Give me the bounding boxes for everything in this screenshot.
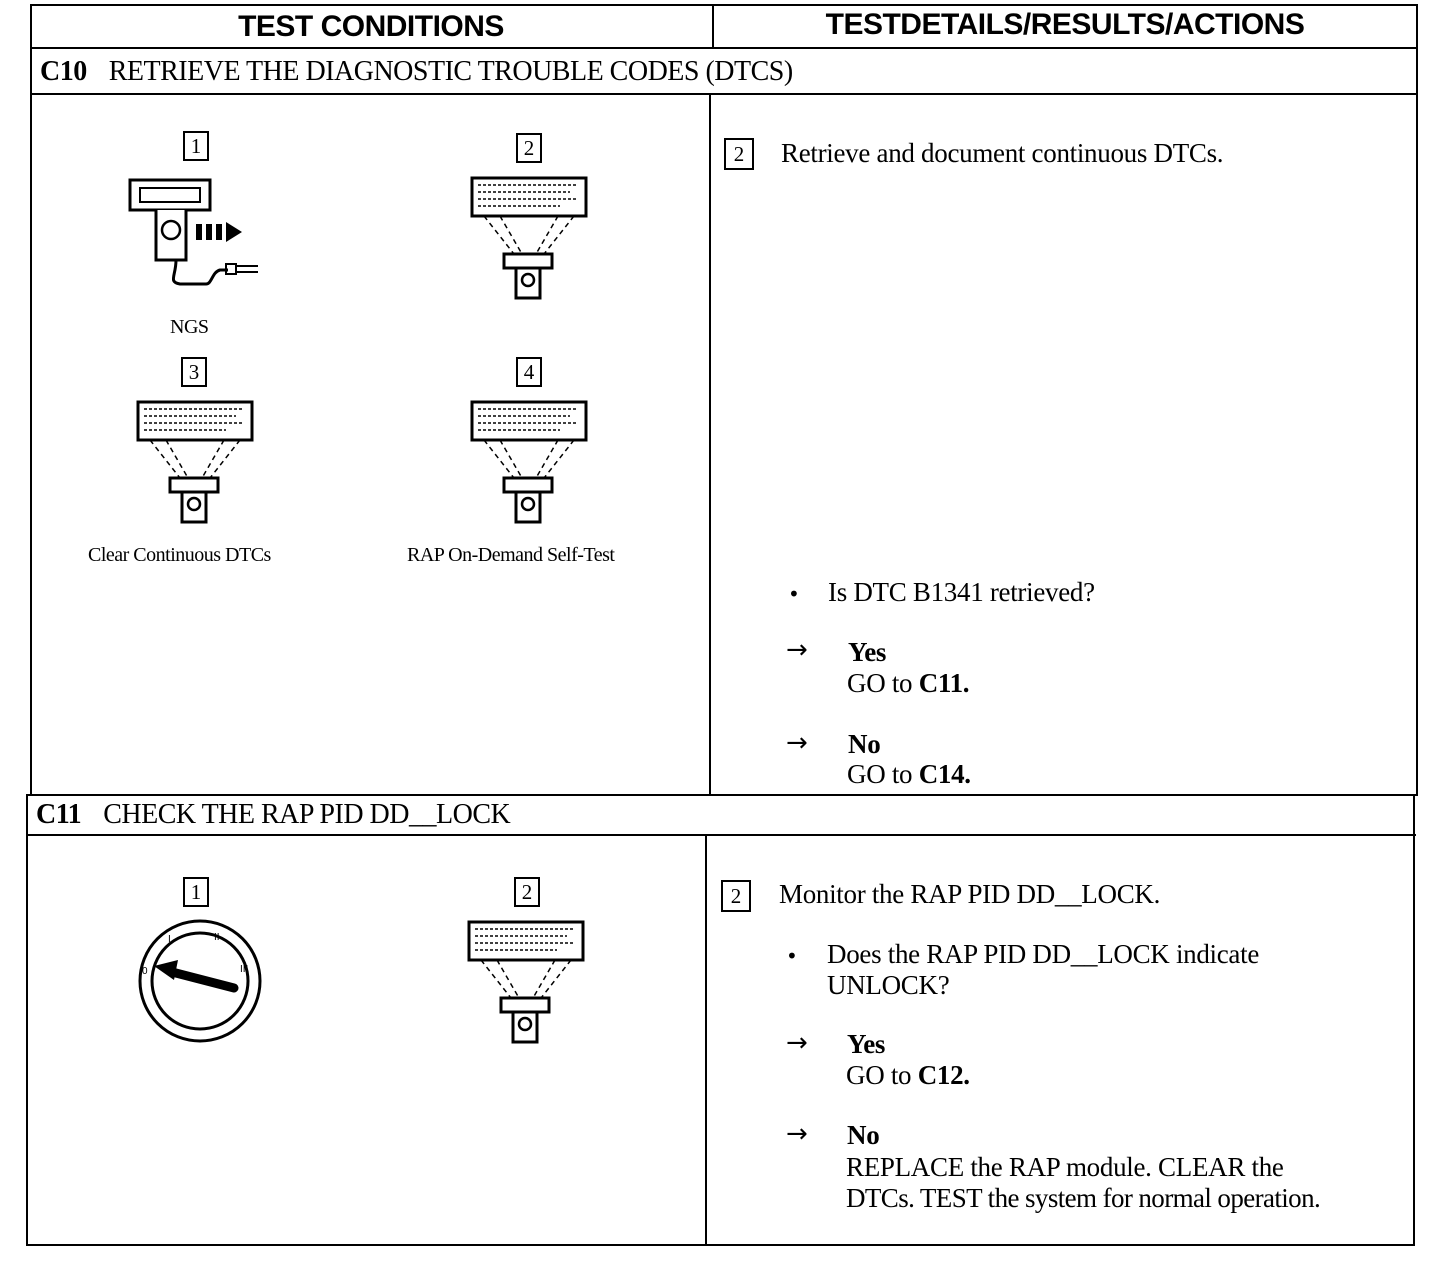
c11-title-text: CHECK THE RAP PID DD__LOCK bbox=[103, 799, 511, 830]
c11-question-line1: Does the RAP PID DD__LOCK indicate bbox=[827, 939, 1260, 969]
scan-tool-screen-icon bbox=[470, 176, 588, 300]
scan-tool-screen-icon bbox=[470, 400, 588, 524]
svg-text:0: 0 bbox=[142, 966, 148, 977]
table-border-right-top bbox=[1416, 4, 1418, 796]
c11-no-label: No bbox=[847, 1120, 880, 1150]
c10-no-label: No bbox=[848, 729, 881, 759]
c11-yes-action: GO to C12. bbox=[846, 1060, 970, 1091]
c10-step-2-box: 2 bbox=[516, 133, 542, 163]
c11-question-line2: UNLOCK? bbox=[827, 970, 950, 1000]
c11-code: C11 bbox=[36, 799, 82, 830]
table-border-bottom bbox=[26, 1244, 1415, 1246]
svg-text:III: III bbox=[240, 964, 248, 975]
table-border-top bbox=[30, 4, 1418, 6]
c11-yes-arrow-icon: → bbox=[786, 1028, 808, 1058]
caption-clear-continuous-dtcs: Clear Continuous DTCs bbox=[88, 544, 271, 566]
caption-rap-self-test: RAP On-Demand Self-Test bbox=[407, 544, 615, 566]
svg-text:II: II bbox=[214, 932, 220, 943]
c11-yes-prefix: GO to bbox=[846, 1060, 912, 1090]
c10-step-4-box: 4 bbox=[516, 357, 542, 387]
c10-no-action: GO to C14. bbox=[847, 759, 971, 790]
c10-step-3-box: 3 bbox=[181, 357, 207, 387]
c11-section-title: C11 CHECK THE RAP PID DD__LOCK bbox=[36, 799, 511, 831]
c11-title-divider bbox=[26, 834, 1416, 836]
c10-yes-label: Yes bbox=[848, 637, 887, 667]
c10-no-arrow-icon: → bbox=[786, 728, 808, 758]
c11-step-1-box: 1 bbox=[183, 877, 209, 907]
c10-title-divider bbox=[30, 93, 1418, 95]
c10-yes-prefix: GO to bbox=[847, 668, 913, 698]
c11-column-divider bbox=[705, 834, 707, 1245]
ignition-key-icon: 0 I II III bbox=[138, 919, 262, 1043]
scan-tool-screen-icon bbox=[136, 400, 254, 524]
c10-section-title: C10 RETRIEVE THE DIAGNOSTIC TROUBLE CODES… bbox=[40, 56, 793, 88]
c10-no-prefix: GO to bbox=[847, 759, 913, 789]
c10-question-bullet: • bbox=[788, 582, 800, 606]
ngs-scan-tool-connect-icon bbox=[128, 178, 258, 286]
header-test-details: TESTDETAILS/RESULTS/ACTIONS bbox=[825, 8, 1305, 41]
c11-question-bullet: • bbox=[786, 944, 798, 968]
scan-tool-screen-icon bbox=[467, 920, 585, 1044]
c11-no-arrow-icon: → bbox=[786, 1119, 808, 1149]
header-divider bbox=[30, 47, 1418, 49]
svg-text:I: I bbox=[168, 934, 171, 945]
c11-detail-text: Monitor the RAP PID DD__LOCK. bbox=[779, 879, 1161, 909]
header-column-divider bbox=[712, 4, 714, 49]
c11-yes-label: Yes bbox=[847, 1029, 886, 1059]
header-test-conditions: TEST CONDITIONS bbox=[238, 10, 504, 43]
c10-no-target: C14. bbox=[918, 759, 971, 789]
c11-title-top bbox=[26, 794, 1416, 796]
c11-yes-target: C12. bbox=[917, 1060, 970, 1090]
table-border-left-bottom bbox=[26, 795, 28, 1245]
c10-code: C10 bbox=[40, 56, 87, 87]
c11-step-2-box: 2 bbox=[514, 877, 540, 907]
c10-yes-target: C11. bbox=[918, 668, 970, 698]
table-border-right-bottom bbox=[1413, 795, 1415, 1245]
c10-detail-step-box: 2 bbox=[724, 138, 754, 170]
table-border-left-top bbox=[30, 4, 32, 796]
c11-no-action-line1: REPLACE the RAP module. CLEAR the bbox=[846, 1152, 1284, 1182]
c10-column-divider bbox=[709, 93, 711, 795]
c10-title-text: RETRIEVE THE DIAGNOSTIC TROUBLE CODES (D… bbox=[108, 56, 793, 87]
c10-yes-arrow-icon: → bbox=[786, 635, 808, 665]
c10-question: Is DTC B1341 retrieved? bbox=[828, 577, 1095, 607]
c10-step-1-box: 1 bbox=[183, 131, 209, 161]
c10-yes-action: GO to C11. bbox=[847, 668, 970, 699]
c11-no-action-line2: DTCs. TEST the system for normal operati… bbox=[846, 1183, 1321, 1213]
caption-ngs: NGS bbox=[170, 316, 209, 338]
c10-detail-text: Retrieve and document continuous DTCs. bbox=[781, 138, 1224, 168]
c11-detail-step-box: 2 bbox=[721, 880, 751, 912]
